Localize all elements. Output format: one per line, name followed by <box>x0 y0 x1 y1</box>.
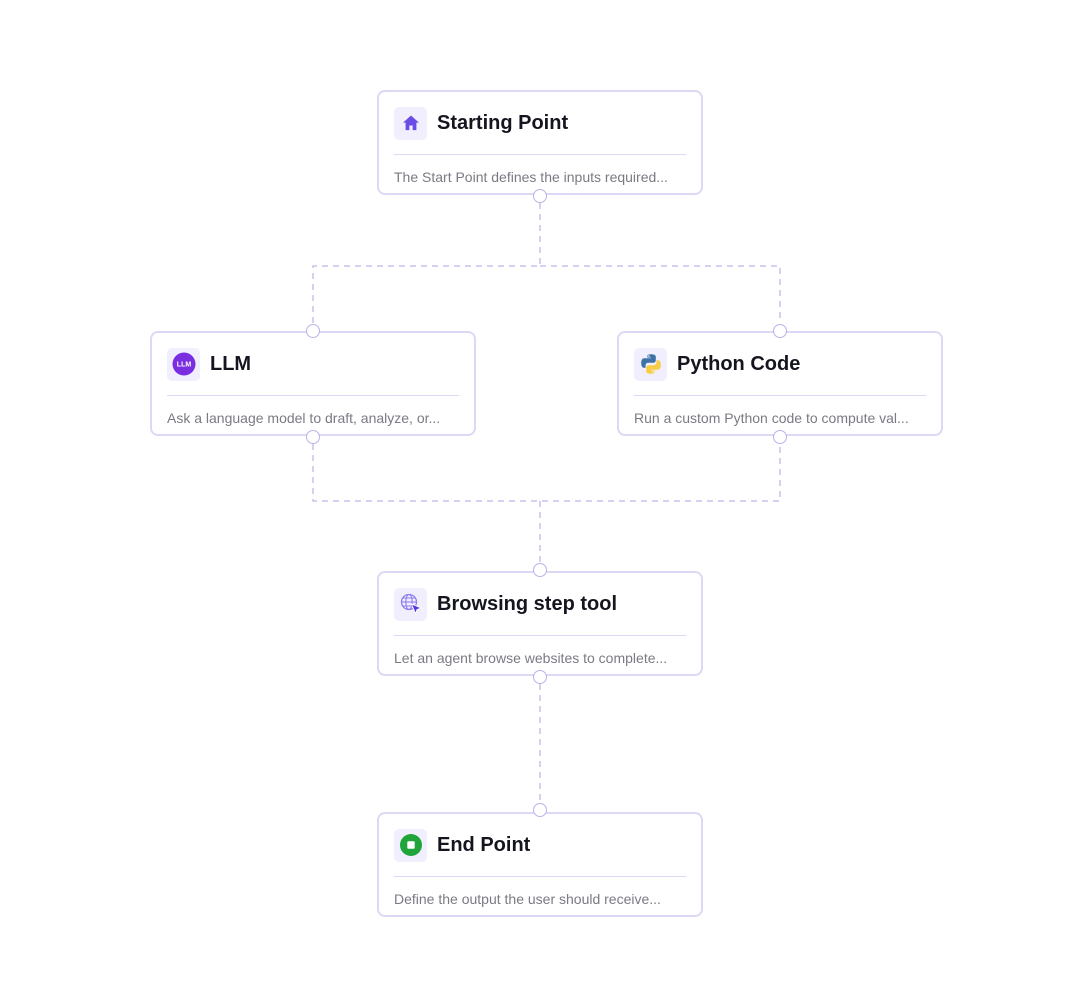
node-description: The Start Point defines the inputs requi… <box>394 169 668 185</box>
node-header: Browsing step tool <box>394 587 686 621</box>
divider <box>167 395 459 396</box>
connector-start-branch <box>312 203 781 323</box>
node-title: Browsing step tool <box>437 592 617 615</box>
llm-icon: LLM <box>167 347 200 381</box>
node-title: End Point <box>437 833 531 856</box>
divider <box>394 154 686 155</box>
node-title: Python Code <box>677 352 801 375</box>
home-icon <box>394 106 427 140</box>
node-end-point[interactable]: End Point Define the output the user sho… <box>377 812 703 917</box>
port-start-output[interactable] <box>533 189 547 203</box>
connector-merge-browse <box>312 444 781 563</box>
node-header: Starting Point <box>394 106 686 140</box>
divider <box>394 635 686 636</box>
node-browsing-step-tool[interactable]: Browsing step tool Let an agent browse w… <box>377 571 703 676</box>
port-llm-input[interactable] <box>306 324 320 338</box>
port-browse-input[interactable] <box>533 563 547 577</box>
stop-icon <box>394 828 427 862</box>
node-starting-point[interactable]: Starting Point The Start Point defines t… <box>377 90 703 195</box>
divider <box>634 395 926 396</box>
node-python-code[interactable]: Python Code Run a custom Python code to … <box>617 331 943 436</box>
llm-icon-label: LLM <box>176 362 191 369</box>
node-header: LLM LLM <box>167 347 459 381</box>
node-title: LLM <box>210 352 252 375</box>
port-python-output[interactable] <box>773 430 787 444</box>
python-logo-icon <box>634 347 667 381</box>
globe-cursor-icon <box>394 587 427 621</box>
port-llm-output[interactable] <box>306 430 320 444</box>
node-description: Run a custom Python code to compute val.… <box>634 410 909 426</box>
port-browse-output[interactable] <box>533 670 547 684</box>
node-header: End Point <box>394 828 686 862</box>
node-llm[interactable]: LLM LLM Ask a language model to draft, a… <box>150 331 476 436</box>
port-python-input[interactable] <box>773 324 787 338</box>
divider <box>394 876 686 877</box>
port-end-input[interactable] <box>533 803 547 817</box>
node-description: Define the output the user should receiv… <box>394 891 661 907</box>
node-title: Starting Point <box>437 111 569 134</box>
node-description: Let an agent browse websites to complete… <box>394 650 668 666</box>
node-header: Python Code <box>634 347 926 381</box>
node-description: Ask a language model to draft, analyze, … <box>167 410 441 426</box>
